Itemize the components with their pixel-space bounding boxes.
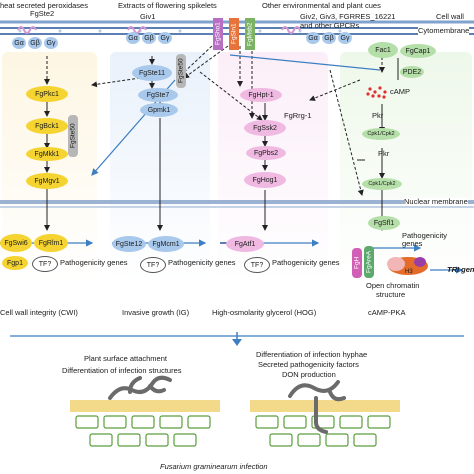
chromatin-label-2: structure [376,290,406,299]
camp-dots [366,86,387,99]
fgrlm1-node: FgRlm1 [34,234,68,252]
fgmgv1-node: FgMgv1 [26,173,68,189]
fgp1-node: Fgp1 [2,256,28,270]
right-outcome-3: DON production [282,370,336,379]
ggamma-2: Gγ [158,32,172,44]
camp-title: cAMP-PKA [368,308,406,317]
gpcrs-label-line1: Giv2, Giv3, FGRRES_16221 [300,12,396,21]
left-outcome-2: Differentiation of infection structures [62,366,182,375]
fgpbs2-node: FgPbs2 [246,146,286,160]
right-outcome-1: Differentiation of infection hyphae [256,350,368,359]
cytomembrane-label: Cytomembrane [418,26,470,35]
gbeta-1: Gβ [28,37,42,49]
hog-panel [218,52,328,282]
galpha-1: Gα [12,37,26,49]
fgarea-bar: FgAreA [364,246,374,278]
plant-cells [75,415,391,447]
fgsfl1-node: FgSfl1 [368,216,400,230]
fgste50-ig-bar: FgSte50 [176,54,186,88]
giv2-receptor-squiggle [281,26,301,34]
fgsho1-bar: FgSho1 [213,18,223,50]
ggamma-1: Gγ [44,37,58,49]
fgcap1-node: FgCap1 [400,44,436,58]
giv1-label: Giv1 [140,12,156,21]
cues-label: Other environmental and plant cues [262,1,381,10]
cwi-tf-node: TF? [32,256,58,272]
fgatf1-node: FgAtf1 [226,236,264,252]
ig-genes-label: Pathogenicity genes [168,258,236,267]
spikelets-label: Extracts of flowering spikelets [118,1,217,10]
fgmsb2-bar: FgMsb2 [245,18,255,50]
gbeta-3: Gβ [322,32,336,44]
fgswi6-node: FgSwi6 [0,234,32,252]
fgmcm1-node: FgMcm1 [148,236,184,252]
fgste7-node: FgSte7 [138,88,178,102]
ig-tf-node: TF? [140,257,166,273]
fgste12-node: FgSte12 [112,236,146,252]
fgh-bar: FgH [352,248,362,278]
fghpt1-node: FgHpt-1 [240,88,282,102]
cell-wall-label: Cell wall [436,12,464,21]
galpha-2: Gα [126,32,140,44]
right-plant-surface [250,400,400,412]
fghog1-node: FgHog1 [244,172,286,188]
cpk-node-1: Cpk1/Cpk2 [362,128,400,140]
tri-genes-label: TRI genes [447,265,474,274]
gpcrs-label-line2: and other GPCRs [300,21,360,30]
peroxidases-label: heat secreted peroxidases [0,1,88,10]
gpmk1-node: Gpmk1 [140,103,178,117]
camp-genes-label: Pathogenicity genes [402,231,448,248]
fgmkk1-node: FgMkk1 [26,147,68,161]
cwi-title: Cell wall integrity (CWI) [0,308,78,317]
fgsln1-bar: FgSln1 [229,18,239,50]
fgrrg1-label: FgRrg-1 [284,111,312,120]
cpk-node-2: Cpk1/Cpk2 [362,178,402,190]
chromatin-label-1: Open chromatin [366,281,420,290]
fgssk2-node: FgSsk2 [244,120,286,136]
pde2-node: PDE2 [400,66,424,78]
left-outcome-1: Plant surface attachment [84,354,167,363]
camp-label: cAMP [390,87,411,96]
fgste11-node: FgSte11 [132,65,172,81]
hog-title: High-osmolarity glycerol (HOG) [212,308,317,317]
fungal-hyphae [108,375,346,434]
fac1-node: Fac1 [368,42,398,58]
hog-tf-node: TF? [244,257,270,273]
left-plant-surface [70,400,220,412]
fgste2-label: FgSte2 [30,9,55,18]
pkr-label-1: Pkr [372,111,384,120]
fgbck1-node: FgBck1 [26,118,68,134]
ig-title: Invasive growth (IG) [122,308,190,317]
right-outcome-2: Secreted pathogenicity factors [258,360,359,369]
cwi-genes-label: Pathogenicity genes [60,258,128,267]
h3-label: H3 [405,269,413,275]
gbeta-2: Gβ [142,32,156,44]
pkr-label-2: Pkr [378,149,390,158]
ggamma-3: Gγ [338,32,352,44]
hog-genes-label: Pathogenicity genes [272,258,340,267]
galpha-3: Gα [306,32,320,44]
infection-caption: Fusarium graminearum infection [160,462,268,471]
fgste50-cwi-bar: FgSte50 [68,115,78,157]
nuclear-membrane-label: Nuclear membrane [404,197,468,206]
fgpkc1-node: FgPkc1 [26,86,68,102]
fgste2-receptor-squiggle [17,26,37,34]
